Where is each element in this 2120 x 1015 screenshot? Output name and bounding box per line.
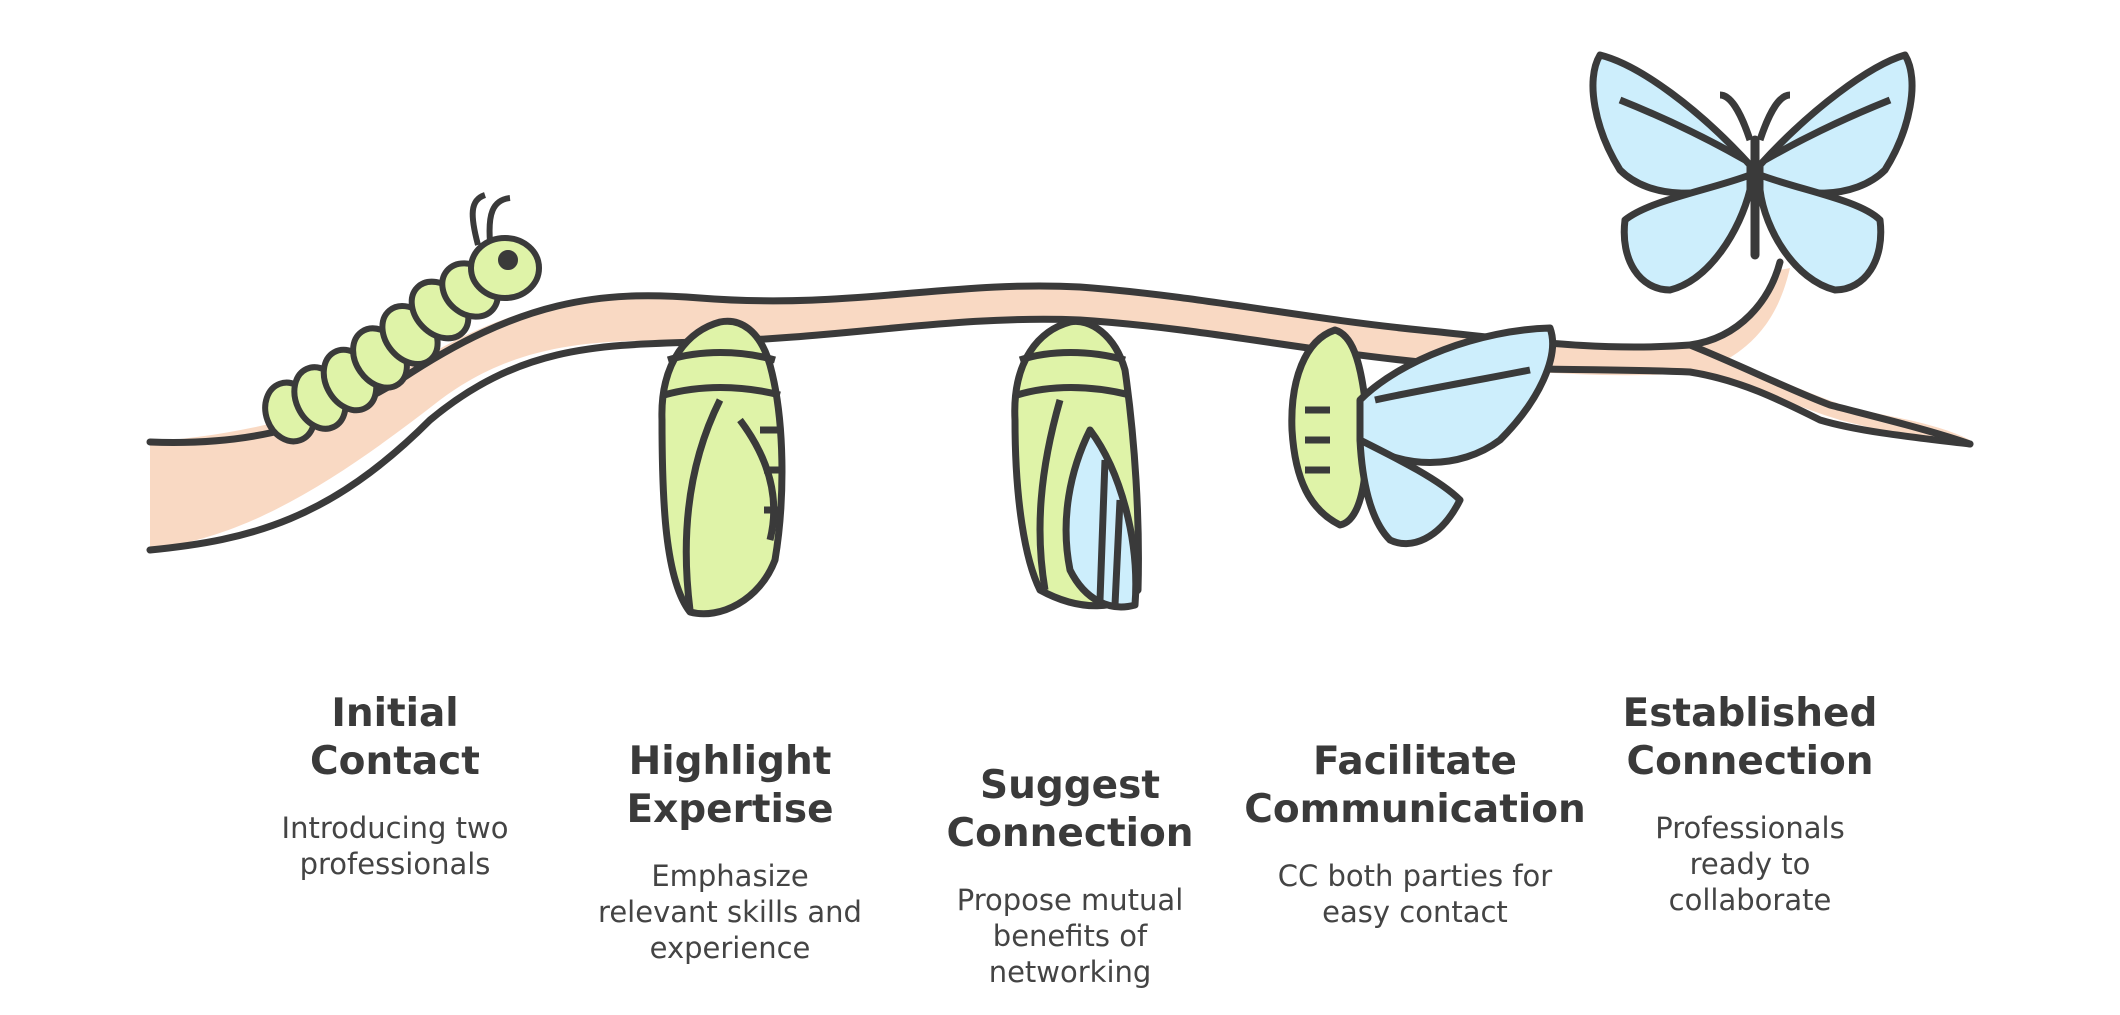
- chrysalis-with-wing-icon: [1011, 317, 1142, 611]
- butterfly-icon: [1589, 51, 1916, 294]
- stage-title: Highlight Expertise: [626, 739, 834, 832]
- stage-established-connection: Established Connection Professionals rea…: [1590, 690, 1910, 918]
- stage-title: Suggest Connection: [946, 763, 1194, 856]
- stage-initial-contact: Initial Contact Introducing two professi…: [250, 690, 540, 882]
- stage-description: Professionals ready to collaborate: [1655, 811, 1845, 917]
- stage-description: CC both parties for easy contact: [1277, 859, 1553, 929]
- stage-description: Introducing two professionals: [281, 811, 509, 881]
- stage-suggest-connection: Suggest Connection Propose mutual benefi…: [930, 762, 1210, 990]
- emerging-butterfly-icon: [1288, 324, 1557, 548]
- stage-description: Propose mutual benefits of networking: [956, 883, 1184, 989]
- stage-highlight-expertise: Highlight Expertise Emphasize relevant s…: [580, 738, 880, 966]
- stage-description: Emphasize relevant skills and experience: [598, 859, 862, 965]
- stage-title: Initial Contact: [310, 691, 480, 784]
- chrysalis-icon: [658, 317, 786, 618]
- stage-title: Facilitate Communication: [1244, 739, 1586, 832]
- stage-facilitate-communication: Facilitate Communication CC both parties…: [1230, 738, 1600, 930]
- stage-title: Established Connection: [1622, 691, 1878, 784]
- caterpillar-icon: [262, 192, 542, 445]
